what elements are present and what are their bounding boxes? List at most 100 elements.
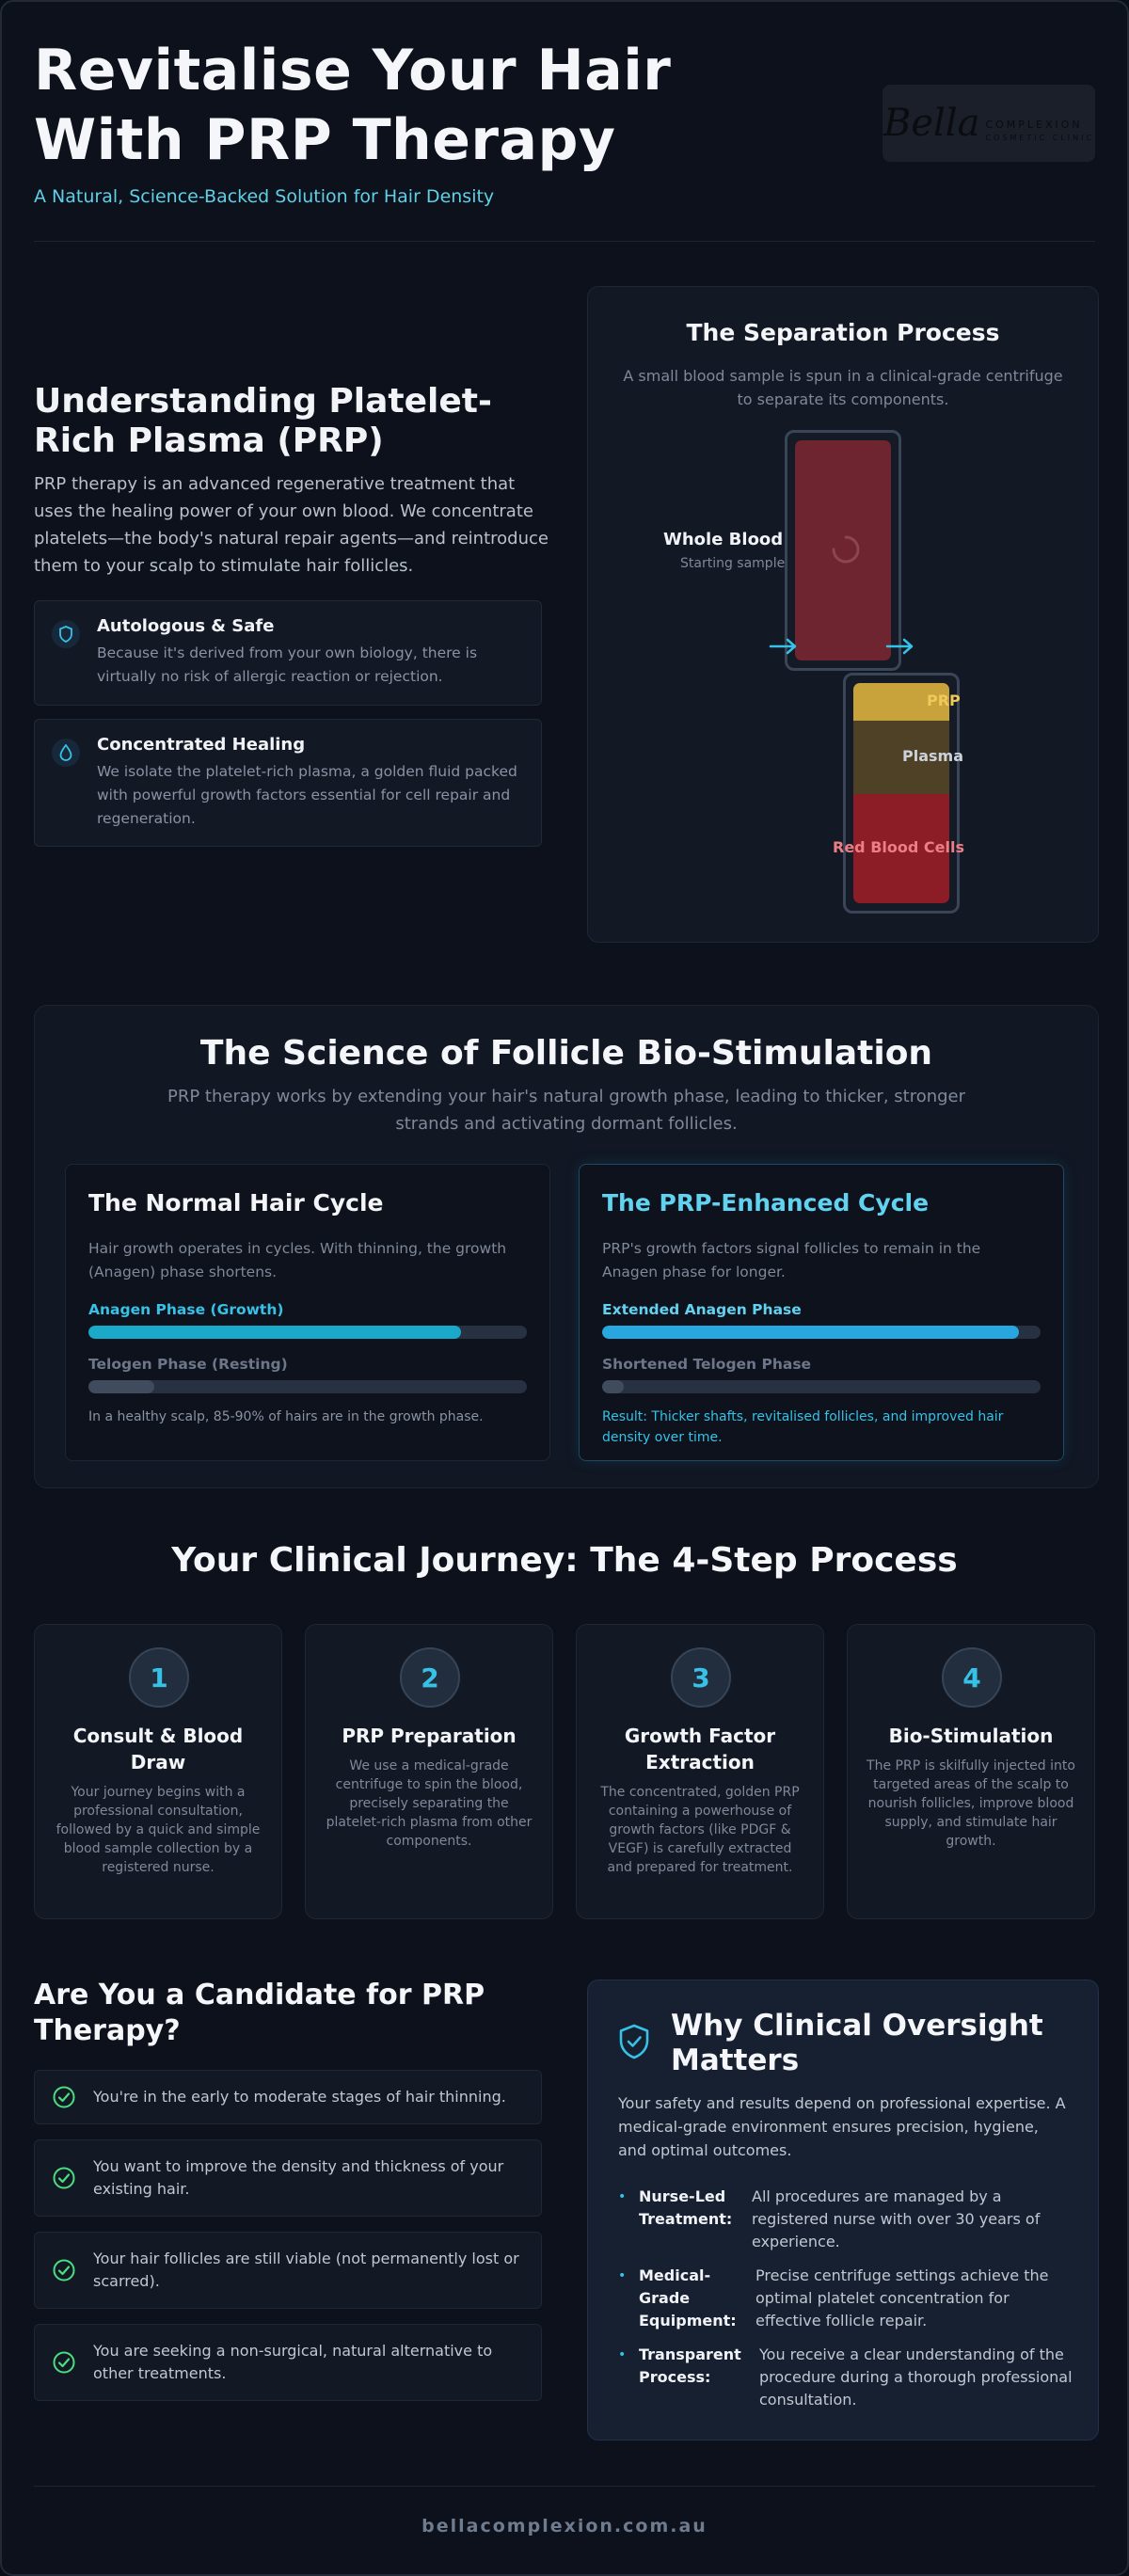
oversight-item: • Transparent Process: You receive a cle… (618, 2344, 1075, 2411)
shortened-telogen-label: Shortened Telogen Phase (602, 1356, 812, 1373)
shield-icon (52, 620, 80, 648)
normal-cycle-note: In a healthy scalp, 85-90% of hairs are … (88, 1409, 484, 1424)
step-number: 1 (129, 1647, 189, 1708)
oversight-item-value: Precise centrifuge settings achieve the … (755, 2266, 1049, 2330)
whole-blood-tube (785, 430, 901, 671)
feature-title: Concentrated Healing (97, 735, 306, 755)
telogen-bar-fill (88, 1380, 154, 1393)
telogen-label: Telogen Phase (Resting) (88, 1356, 288, 1373)
step-title: PRP Preparation (342, 1725, 517, 1747)
shield-check-icon (619, 2024, 649, 2059)
oversight-item-value: All procedures are managed by a register… (752, 2187, 1041, 2250)
title-line-2: With PRP Therapy (34, 107, 616, 173)
oversight-item-key: Transparent Process: (639, 2345, 741, 2386)
footer-website-link[interactable]: bellacomplexion.com.au (421, 2516, 708, 2536)
logo-word-2: COSMETIC CLINIC (985, 133, 1095, 142)
normal-cycle-desc: Hair growth operates in cycles. With thi… (88, 1240, 507, 1280)
separated-tube (843, 673, 960, 914)
prp-cycle-desc: PRP's growth factors signal follicles to… (602, 1240, 981, 1280)
red-blood-cells-layer (853, 794, 949, 903)
spinner-icon (832, 535, 860, 564)
shortened-telogen-bar-fill (602, 1380, 625, 1393)
candidate-text: Your hair follicles are still viable (no… (93, 2250, 519, 2290)
step-title: Bio-Stimulation (888, 1725, 1054, 1747)
science-paragraph: PRP therapy works by extending your hair… (167, 1087, 966, 1134)
feature-concentrated: Concentrated Healing We isolate the plat… (34, 719, 542, 847)
separation-desc: A small blood sample is spun in a clinic… (623, 367, 1063, 408)
science-section: The Science of Follicle Bio-Stimulation … (34, 1005, 1099, 1488)
drop-icon (52, 739, 80, 767)
whole-blood-fill (795, 440, 891, 660)
science-heading: The Science of Follicle Bio-Stimulation (199, 1034, 933, 1073)
feature-desc: Because it's derived from your own biolo… (97, 644, 478, 685)
clinic-logo[interactable]: Bella COMPLEXION COSMETIC CLINIC (883, 85, 1095, 162)
oversight-item-value: You receive a clear understanding of the… (759, 2345, 1073, 2409)
shortened-telogen-bar (602, 1380, 1041, 1393)
step-title: Growth Factor Extraction (624, 1725, 776, 1773)
candidate-text: You're in the early to moderate stages o… (93, 2088, 506, 2106)
feature-title: Autologous & Safe (97, 616, 275, 636)
candidate-heading: Are You a Candidate for PRP Therapy? (34, 1979, 485, 2047)
prp-cycle-title: The PRP-Enhanced Cycle (602, 1189, 930, 1216)
step-number: 2 (400, 1647, 460, 1708)
check-circle-icon (53, 2259, 75, 2282)
candidate-item: You're in the early to moderate stages o… (34, 2070, 542, 2124)
check-circle-icon (53, 2086, 75, 2108)
anagen-bar (88, 1326, 527, 1339)
journey-step-4: 4 Bio-Stimulation The PRP is skilfully i… (847, 1624, 1095, 1919)
feature-autologous: Autologous & Safe Because it's derived f… (34, 600, 542, 706)
bullet-icon: • (618, 2268, 627, 2283)
candidate-item: You want to improve the density and thic… (34, 2139, 542, 2217)
plasma-layer (853, 721, 949, 794)
extended-anagen-bar-fill (602, 1326, 1019, 1339)
step-desc: The concentrated, golden PRP containing … (600, 1785, 800, 1875)
anagen-bar-fill (88, 1326, 462, 1339)
oversight-item-key: Medical-Grade Equipment: (639, 2266, 737, 2330)
starting-sample-label: Starting sample (680, 556, 786, 571)
prp-cycle-note: Result: Thicker shafts, revitalised foll… (602, 1409, 1004, 1445)
prp-layer (853, 683, 949, 721)
extended-anagen-bar (602, 1326, 1041, 1339)
logo-words: COMPLEXION COSMETIC CLINIC (985, 119, 1094, 142)
extended-anagen-label: Extended Anagen Phase (602, 1301, 802, 1318)
step-number: 4 (942, 1647, 1002, 1708)
whole-blood-label: Whole Blood (663, 530, 784, 549)
oversight-item: • Nurse-Led Treatment: All procedures ar… (618, 2186, 1075, 2253)
check-circle-icon (53, 2167, 75, 2189)
check-circle-icon (53, 2351, 75, 2374)
journey-step-2: 2 PRP Preparation We use a medical-grade… (305, 1624, 553, 1919)
oversight-title: Why Clinical Oversight Matters (671, 2009, 1043, 2077)
logo-word-1: COMPLEXION (985, 118, 1083, 131)
candidate-item: Your hair follicles are still viable (no… (34, 2232, 542, 2309)
plasma-label: Plasma (902, 747, 963, 765)
arrow-right-icon (885, 638, 914, 655)
candidate-item: You are seeking a non-surgical, natural … (34, 2324, 542, 2401)
bullet-icon: • (618, 2347, 627, 2362)
page-title: Revitalise Your Hair With PRP Therapy (34, 36, 749, 175)
candidate-text: You want to improve the density and thic… (93, 2157, 504, 2198)
title-line-1: Revitalise Your Hair (34, 38, 672, 103)
prp-paragraph: PRP therapy is an advanced regenerative … (34, 474, 549, 576)
step-desc: The PRP is skilfully injected into targe… (867, 1758, 1075, 1849)
journey-step-3: 3 Growth Factor Extraction The concentra… (576, 1624, 824, 1919)
step-number: 3 (671, 1647, 731, 1708)
normal-cycle-card: The Normal Hair Cycle Hair growth operat… (65, 1164, 550, 1461)
normal-cycle-title: The Normal Hair Cycle (88, 1189, 384, 1216)
prp-heading: Understanding Platelet-Rich Plasma (PRP) (34, 382, 492, 460)
step-desc: Your journey begins with a professional … (56, 1785, 261, 1875)
oversight-item: • Medical-Grade Equipment: Precise centr… (618, 2265, 1075, 2332)
oversight-desc: Your safety and results depend on profes… (618, 2094, 1066, 2159)
feature-desc: We isolate the platelet-rich plasma, a g… (97, 763, 517, 827)
page-content: Revitalise Your Hair With PRP Therapy A … (34, 2, 1099, 2574)
separation-card: The Separation Process A small blood sam… (587, 286, 1099, 943)
bullet-icon: • (618, 2189, 627, 2204)
step-title: Consult & Blood Draw (72, 1725, 244, 1773)
telogen-bar (88, 1380, 527, 1393)
red-blood-cells-label: Red Blood Cells (833, 838, 964, 856)
footer-divider (34, 2486, 1095, 2487)
clinical-oversight-card: Why Clinical Oversight Matters Your safe… (587, 1980, 1099, 2441)
journey-step-1: 1 Consult & Blood Draw Your journey begi… (34, 1624, 282, 1919)
arrow-right-icon (769, 638, 797, 655)
candidate-text: You are seeking a non-surgical, natural … (93, 2342, 493, 2382)
